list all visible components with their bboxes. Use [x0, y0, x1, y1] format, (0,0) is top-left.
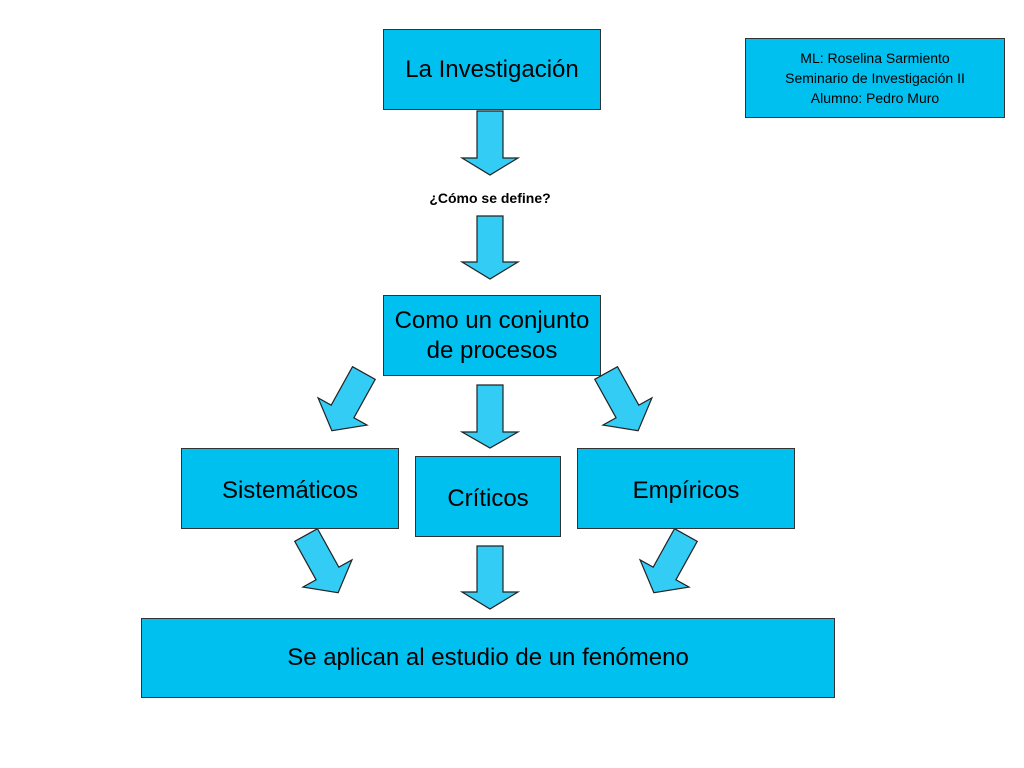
- category-systematic: Sistemáticos: [181, 448, 399, 529]
- conclusion-text: Se aplican al estudio de un fenómeno: [287, 644, 689, 671]
- category-critical-label: Críticos: [447, 484, 529, 512]
- title-box: La Investigación: [383, 29, 601, 110]
- credits-student: Alumno: Pedro Muro: [810, 90, 940, 106]
- definition-line-1: Como un conjunto: [394, 306, 590, 334]
- diagonal-arrow-icon: [638, 527, 699, 594]
- down-arrow-icon: [459, 215, 521, 280]
- conclusion-box: Se aplican al estudio de un fenómeno: [141, 618, 835, 698]
- category-systematic-label: Sistemáticos: [221, 477, 359, 504]
- credits-course: Seminario de Investigación II: [785, 70, 965, 86]
- category-empirical: Empíricos: [577, 448, 795, 529]
- credits-box: ML: Roselina Sarmiento Seminario de Inve…: [745, 38, 1005, 118]
- down-arrow-icon: [459, 545, 521, 610]
- category-empirical-label: Empíricos: [632, 477, 740, 504]
- down-arrow-icon: [459, 110, 521, 176]
- credits-teacher: ML: Roselina Sarmiento: [800, 50, 950, 66]
- diagonal-arrow-icon: [293, 527, 354, 594]
- diagonal-arrow-icon: [316, 365, 377, 432]
- category-critical: Críticos: [415, 456, 561, 537]
- down-arrow-icon: [459, 384, 521, 449]
- definition-line-2: de procesos: [426, 336, 558, 364]
- question-label: ¿Cómo se define?: [429, 190, 551, 206]
- title-text: La Investigación: [405, 55, 579, 83]
- diagonal-arrow-icon: [593, 365, 654, 432]
- definition-box: Como un conjunto de procesos: [383, 295, 601, 376]
